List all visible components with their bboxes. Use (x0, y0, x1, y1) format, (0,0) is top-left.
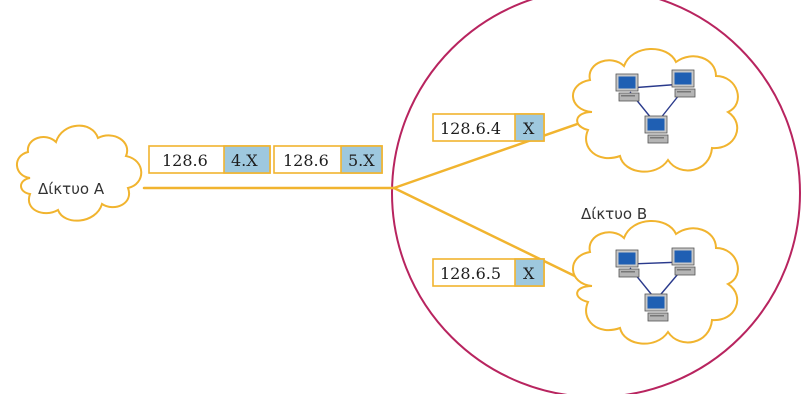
lower-branch-link (392, 186, 585, 282)
upper-subnet (572, 48, 739, 173)
lower-branch-address: 128.6.5 X (432, 258, 545, 287)
computer-icon (615, 249, 640, 278)
lower-host-cell (514, 258, 545, 287)
cloud-icon (572, 48, 739, 173)
network-b-label: Δίκτυο B (581, 205, 647, 223)
packet-2-network: 128.6 (283, 151, 329, 170)
packet-1-network: 128.6 (162, 151, 208, 170)
packet-1-host-cell (223, 145, 271, 174)
upper-branch-address: 128.6.4 X (432, 113, 545, 142)
computer-icon (671, 247, 696, 276)
packet-2-host: 5.X (348, 151, 375, 170)
packet-address-2: 128.6 5.X (273, 145, 383, 174)
network-a-cloud: Δίκτυο A (16, 124, 143, 222)
upper-branch-link (392, 120, 585, 190)
computer-icon (644, 115, 669, 144)
upper-host-cell (514, 113, 545, 142)
computer-icon (644, 293, 669, 322)
packet-address-1: 128.6 4.X (148, 145, 271, 174)
network-a-label: Δίκτυο A (38, 180, 105, 198)
lower-host: X (523, 264, 535, 283)
cloud-icon (572, 220, 739, 345)
lower-subnet (572, 220, 739, 345)
computer-icon (671, 69, 696, 98)
packet-1-host: 4.X (231, 151, 258, 170)
links (142, 120, 585, 282)
upper-network: 128.6.4 (440, 119, 501, 138)
cloud-icon (16, 124, 143, 222)
upper-host: X (523, 119, 535, 138)
packet-2-host-cell (340, 145, 383, 174)
network-b-circle (391, 0, 801, 394)
computer-icon (615, 73, 640, 102)
lower-network: 128.6.5 (440, 264, 501, 283)
